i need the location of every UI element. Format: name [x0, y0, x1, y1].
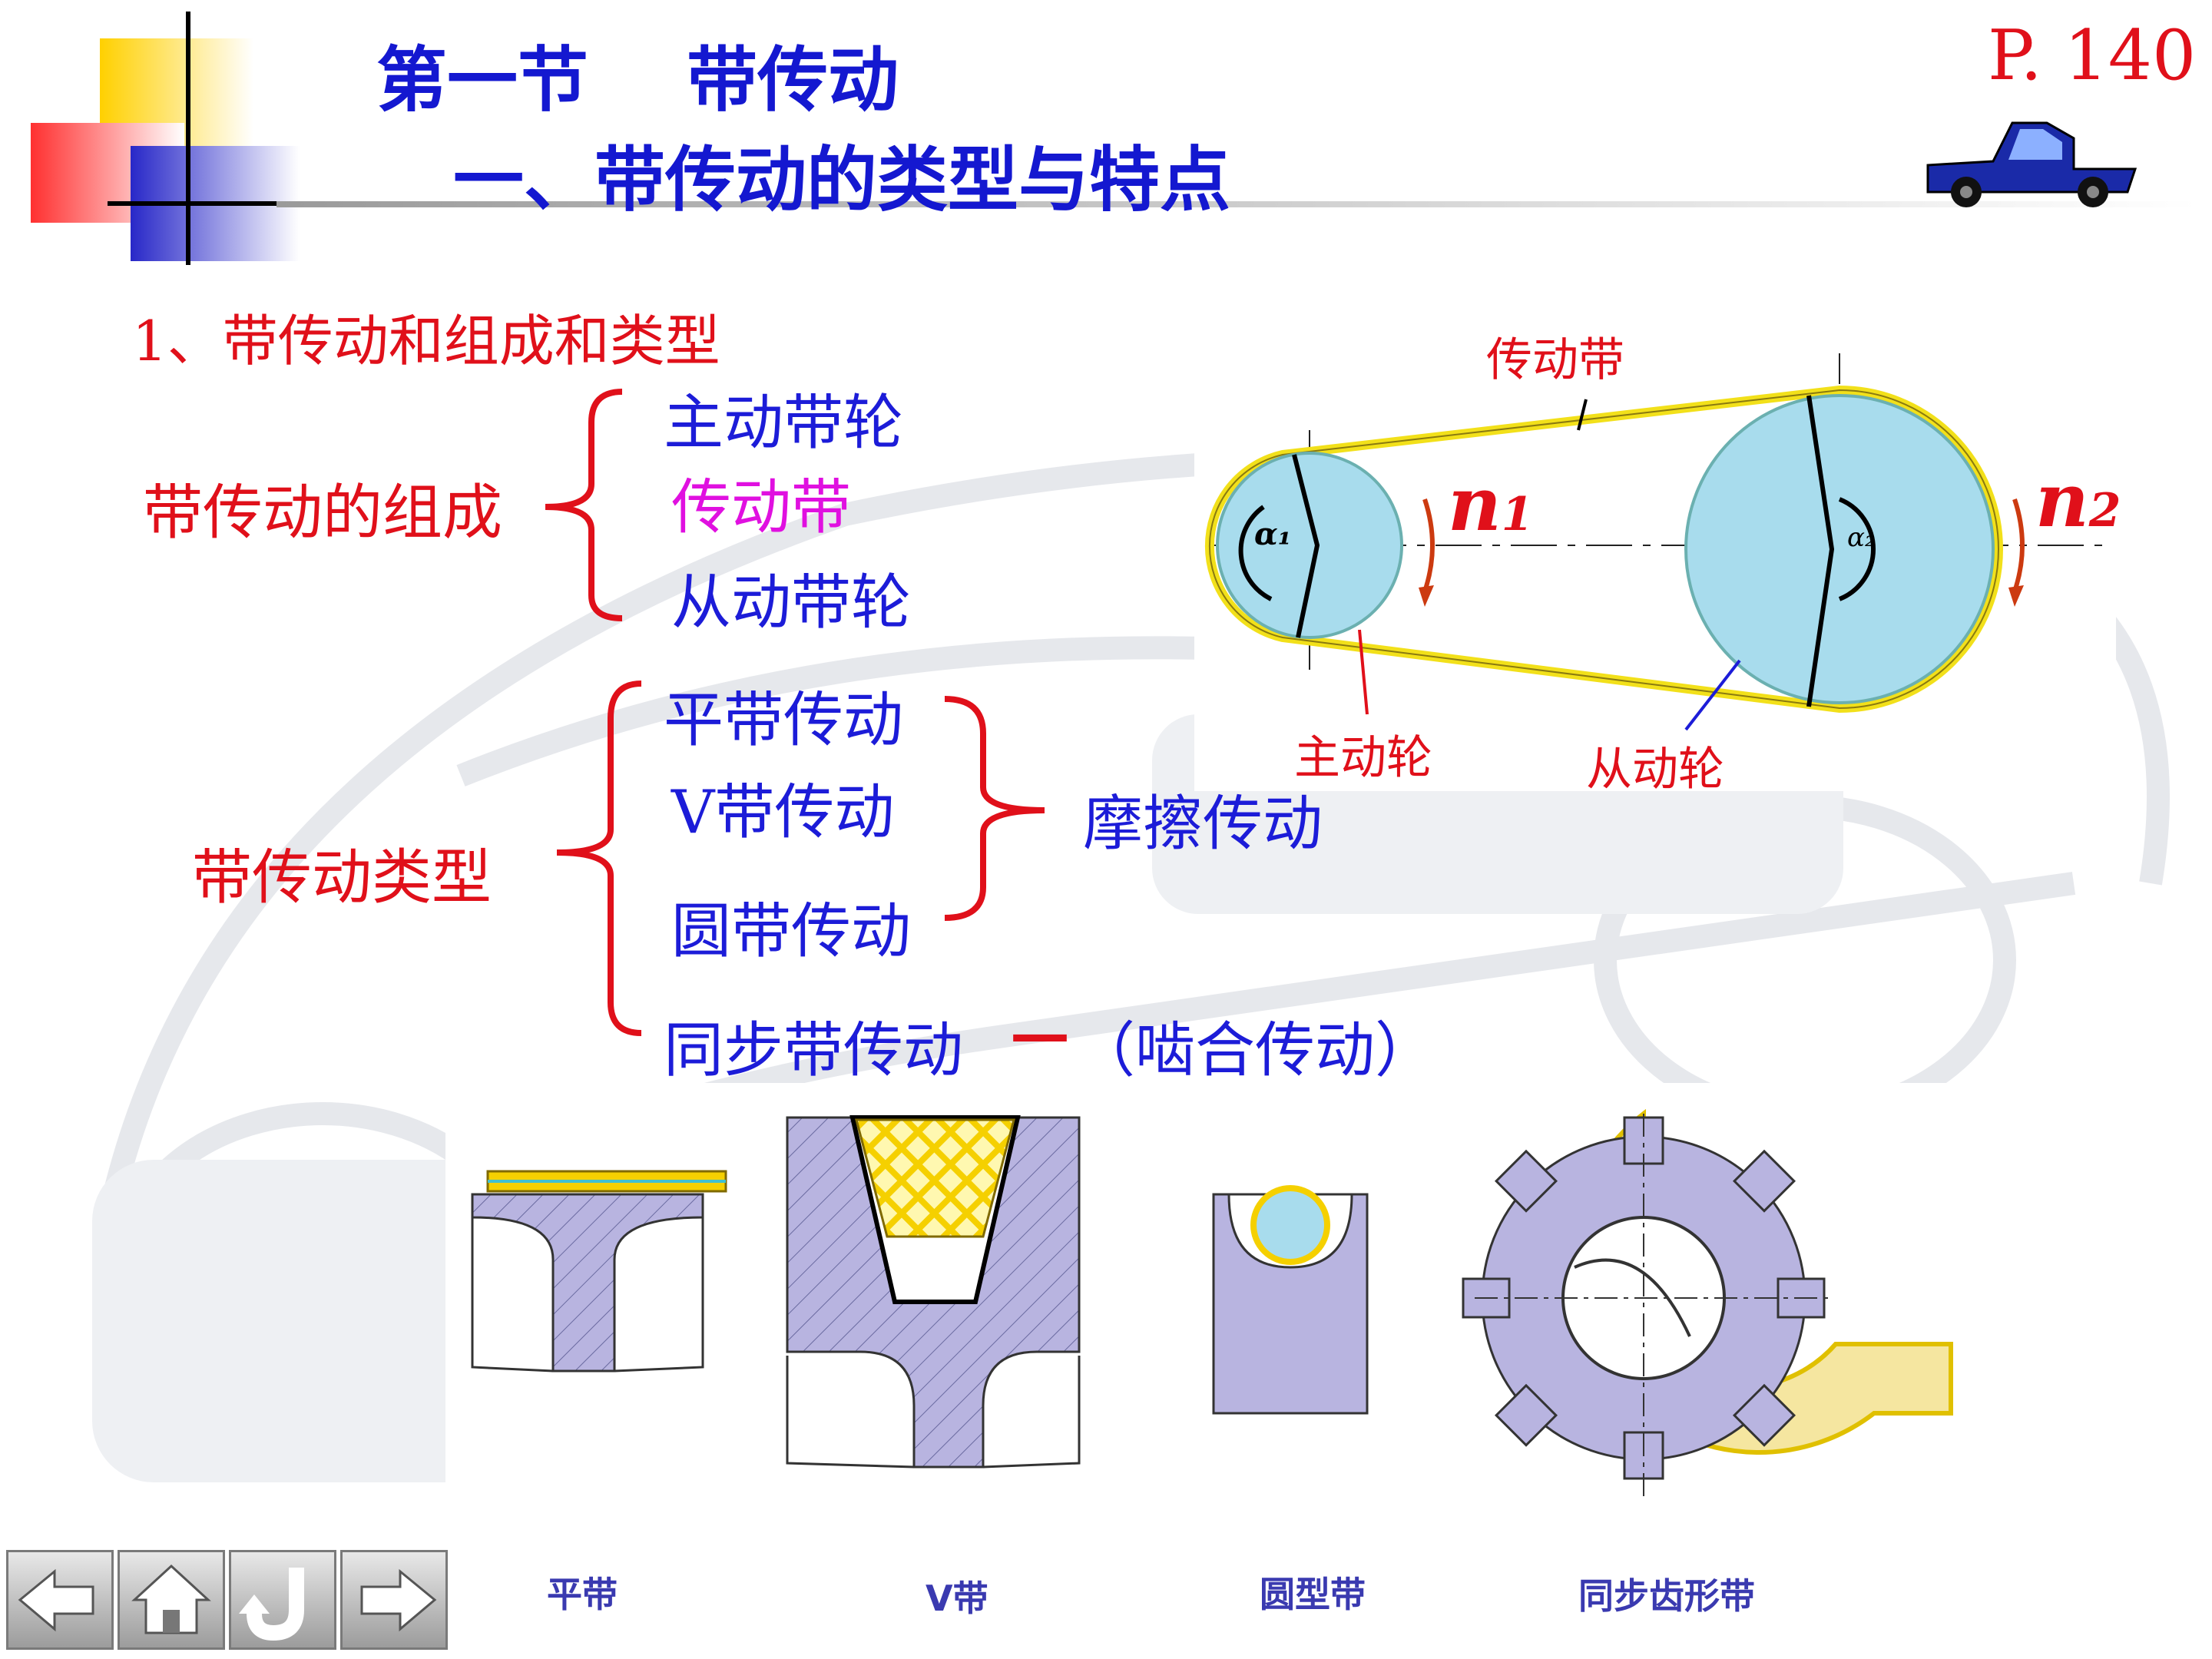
alpha2-label: α₂ — [1847, 522, 1876, 553]
home-icon — [131, 1564, 211, 1634]
type-synchronous: 同步带传动 — [664, 1016, 964, 1085]
driven-pulley — [1684, 394, 1995, 704]
driven-pulley-label: 从动轮 — [1586, 743, 1724, 796]
belt-drive-diagram — [1194, 315, 2116, 791]
alpha1-label: α₁ — [1254, 516, 1292, 552]
section-subtitle: 一、带传动的类型与特点 — [453, 138, 1231, 221]
next-icon — [360, 1568, 437, 1632]
types-brace — [556, 680, 642, 1036]
composition-item-belt: 传动带 — [671, 473, 852, 542]
v-belt-section — [786, 1115, 1081, 1469]
cross-sections — [445, 1083, 2043, 1544]
friction-brace — [944, 696, 1045, 921]
prev-button[interactable] — [6, 1550, 114, 1650]
types-label: 带传动类型 — [192, 843, 492, 912]
header-rule — [276, 201, 2197, 207]
friction-label: 摩擦传动 — [1083, 790, 1323, 859]
next-button[interactable] — [340, 1550, 448, 1650]
n1-label: n1 — [1448, 461, 1534, 548]
caption-round-belt: 圆型带 — [1260, 1574, 1366, 1615]
n2-label: n2 — [2035, 457, 2121, 544]
caption-flat-belt: 平带 — [547, 1574, 618, 1615]
composition-brace — [545, 389, 623, 621]
belt-label: 传动带 — [1486, 333, 1624, 387]
timing-belt-section — [1462, 1108, 1953, 1498]
return-icon — [239, 1568, 304, 1641]
return-button[interactable] — [229, 1550, 336, 1650]
content-heading: 1、带传动和组成和类型 — [132, 309, 720, 373]
caption-v-belt: V带 — [926, 1578, 988, 1619]
round-belt-section — [1212, 1185, 1369, 1415]
page-ref: P. 140 — [1988, 15, 2197, 96]
flat-belt-section — [471, 1170, 727, 1373]
driver-pulley — [1216, 452, 1403, 639]
prev-icon — [18, 1568, 94, 1632]
composition-label: 带传动的组成 — [143, 478, 503, 548]
sync-note: （啮合传动） — [1075, 1016, 1435, 1085]
composition-item-driver: 主动带轮 — [664, 389, 904, 458]
sync-dash: — — [1010, 998, 1070, 1068]
type-flat: 平带传动 — [664, 686, 904, 755]
section-title: 第一节 带传动 — [376, 38, 899, 121]
caption-timing-belt: 同步齿形带 — [1578, 1575, 1755, 1617]
composition-item-driven: 从动带轮 — [671, 568, 912, 637]
home-button[interactable] — [118, 1550, 225, 1650]
type-round: 圆带传动 — [671, 897, 912, 966]
truck-icon — [1926, 121, 2137, 207]
header-decoration — [31, 12, 346, 265]
type-v: V带传动 — [671, 778, 895, 847]
driver-pulley-label: 主动轮 — [1294, 731, 1432, 785]
navigation-bar — [6, 1550, 459, 1656]
